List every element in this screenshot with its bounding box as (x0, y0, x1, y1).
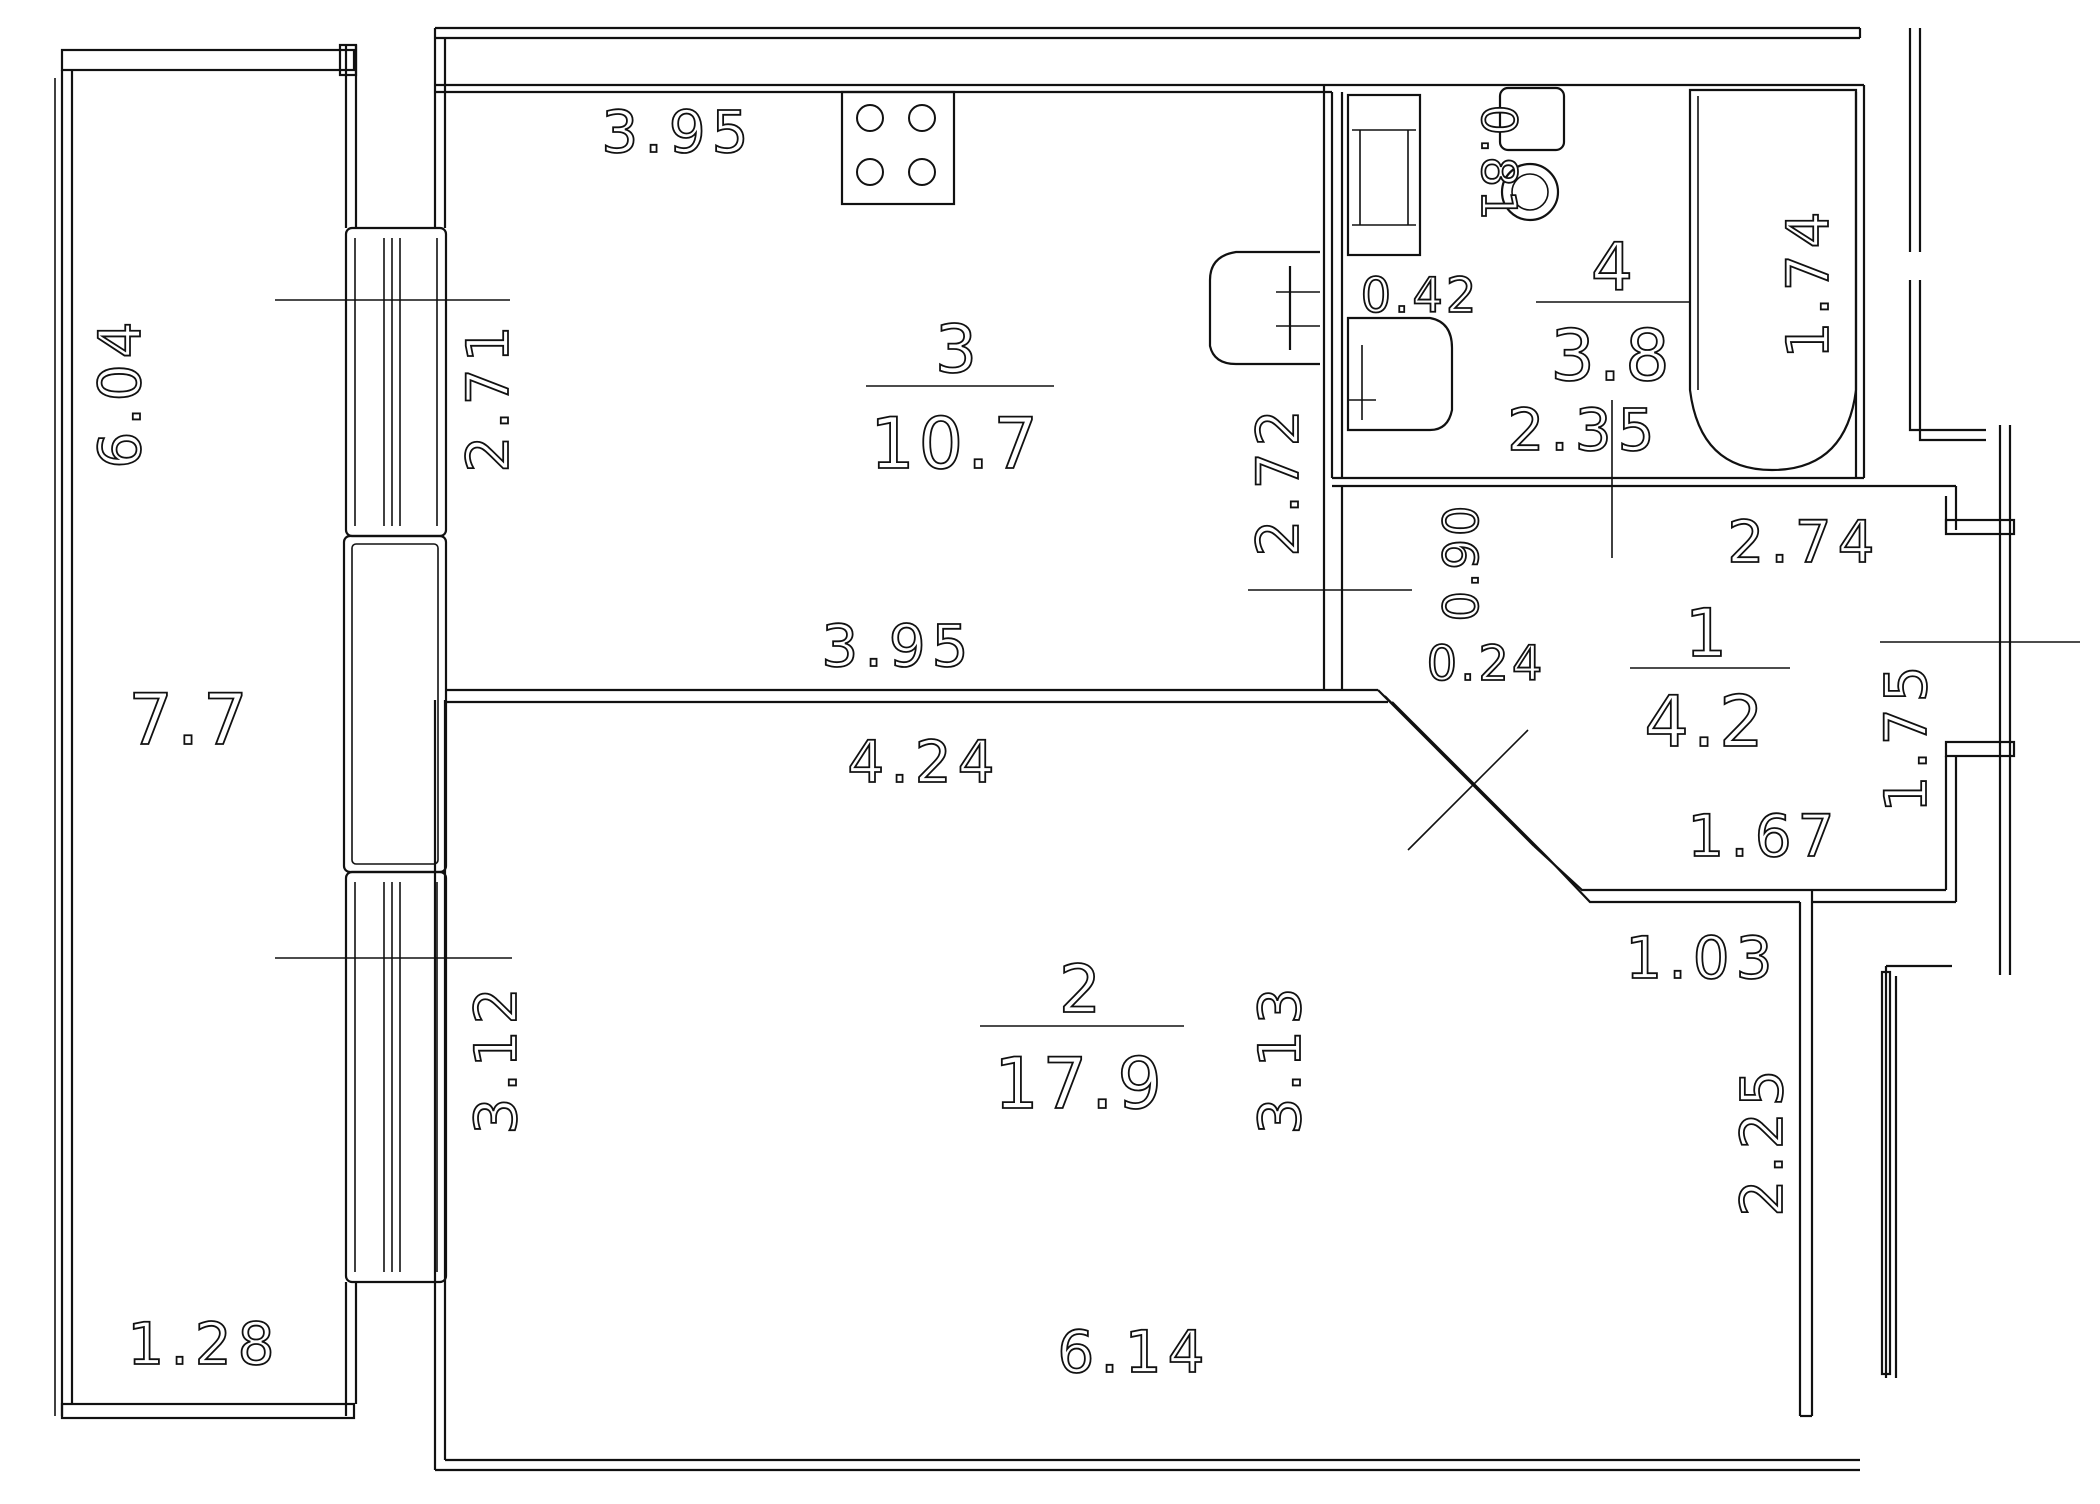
room-4-label: 4 3.8 (1536, 228, 1690, 398)
balcony-area: 7.7 (128, 679, 251, 761)
dim-bath-fixture: 0.81 (1470, 105, 1526, 224)
toilet (1498, 86, 1566, 222)
dim-wall-offset: 0.24 (1427, 636, 1546, 692)
dim-kitchen-top: 3.95 (601, 98, 754, 166)
bathtub (1688, 88, 1858, 472)
dim-kitchen-right-wall: 2.72 (1244, 403, 1312, 556)
dim-hall-top: 2.74 (1727, 508, 1880, 576)
kitchen-sink (1208, 250, 1320, 366)
window-pier (342, 534, 448, 874)
balcony (54, 43, 358, 1420)
dim-kitchen-window-wall: 2.71 (454, 319, 522, 472)
stove (840, 90, 956, 206)
dim-hall-step: 1.03 (1625, 924, 1778, 992)
dim-hall-bottom: 1.67 (1687, 802, 1840, 870)
room-3-label: 3 10.7 (866, 310, 1054, 486)
kitchen-window (275, 226, 510, 538)
outer-wall-top (435, 26, 1862, 94)
dim-living-top: 4.24 (847, 728, 1000, 796)
partition-kitchen-living (445, 688, 1812, 904)
room-number: 4 (1591, 229, 1633, 306)
hall-walls (1611, 400, 2080, 975)
dim-bath-width: 2.35 (1507, 396, 1660, 464)
room-area: 4.2 (1644, 681, 1767, 763)
living-window (275, 870, 512, 1284)
room-area: 17.9 (994, 1043, 1166, 1125)
dim-hall-right: 1.75 (1872, 659, 1940, 812)
dim-bath-gap: 0.42 (1361, 268, 1480, 324)
dim-kitchen-bottom: 3.95 (821, 612, 974, 680)
entry-door (1880, 28, 1986, 1378)
room-area: 10.7 (870, 403, 1042, 485)
dim-living-center: 3.13 (1246, 981, 1314, 1134)
room-number: 2 (1059, 951, 1101, 1028)
washbasin (1346, 93, 1422, 257)
living-right-wall (1798, 890, 1814, 1418)
dim-living-bottom: 6.14 (1057, 1318, 1210, 1386)
dim-living-right-wall: 2.25 (1728, 1063, 1796, 1216)
dim-balcony-width: 1.28 (127, 1310, 280, 1378)
dim-door-width: 0.90 (1434, 503, 1490, 622)
dim-balcony-length: 6.04 (86, 315, 154, 468)
bath-cabinet (1346, 316, 1454, 432)
room-number: 1 (1685, 595, 1727, 672)
dim-living-window-wall: 3.12 (462, 981, 530, 1134)
room-number: 3 (935, 311, 977, 388)
room-2-label: 2 17.9 (980, 950, 1184, 1126)
room-area: 3.8 (1550, 315, 1673, 397)
dim-bath-height: 1.74 (1774, 205, 1842, 358)
room-1-label: 1 4.2 (1630, 594, 1790, 764)
